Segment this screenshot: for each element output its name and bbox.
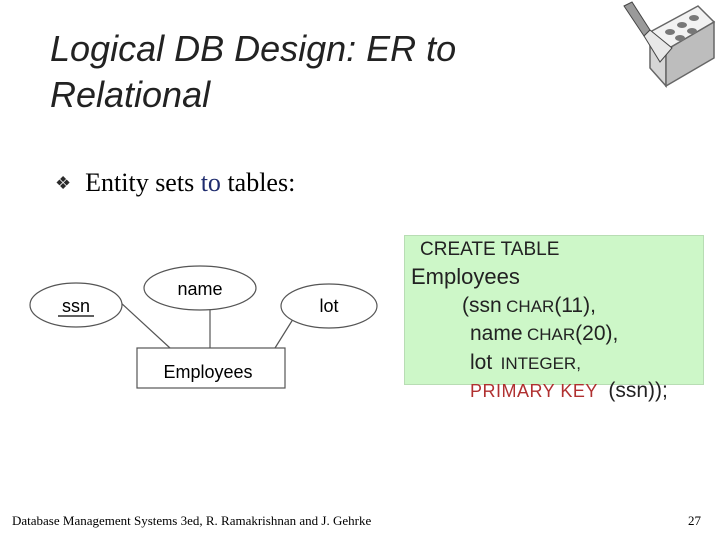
sql-line-1: CREATE TABLE (420, 239, 560, 260)
sql-line-3: (ssn CHAR(11), (462, 294, 596, 317)
entity-employees (136, 347, 286, 389)
title-line-1: Logical DB Design: ER to (50, 28, 457, 69)
er-diagram: ssn name lot Employees (29, 265, 378, 389)
page-number: 27 (688, 513, 701, 528)
attribute-ssn-label: ssn (62, 296, 90, 316)
bullet-word-3: tables: (227, 168, 296, 197)
title-line-2: Relational (50, 74, 211, 115)
sql-code-box (404, 235, 704, 385)
bullet-word-2: to (200, 168, 221, 197)
sql-line-5: lot INTEGER, (470, 351, 581, 374)
primary-key-keyword: PRIMARY KEY (470, 381, 598, 401)
sql-line-6: PRIMARY KEY (ssn)); (470, 379, 668, 402)
diamond-bullet-icon: ❖ (55, 172, 72, 193)
connector-ssn (119, 301, 171, 349)
bullet-entity-sets: ❖ Entity sets to tables: (55, 168, 295, 198)
attribute-lot-label: lot (319, 296, 338, 316)
footer-citation: Database Management Systems 3ed, R. Rama… (12, 513, 372, 528)
attribute-lot (280, 283, 378, 329)
attribute-ssn (29, 282, 123, 328)
sql-line-4: name CHAR(20), (470, 322, 619, 345)
attribute-name-label: name (177, 279, 222, 299)
slide-title: Logical DB Design: ER to Relational (50, 26, 570, 118)
entity-employees-label: Employees (163, 362, 252, 382)
sql-line-2: Employees (411, 264, 520, 289)
bullet-word-1: Entity sets (85, 168, 195, 197)
attribute-name (143, 265, 257, 311)
trowel-brick-logo (610, 0, 718, 97)
